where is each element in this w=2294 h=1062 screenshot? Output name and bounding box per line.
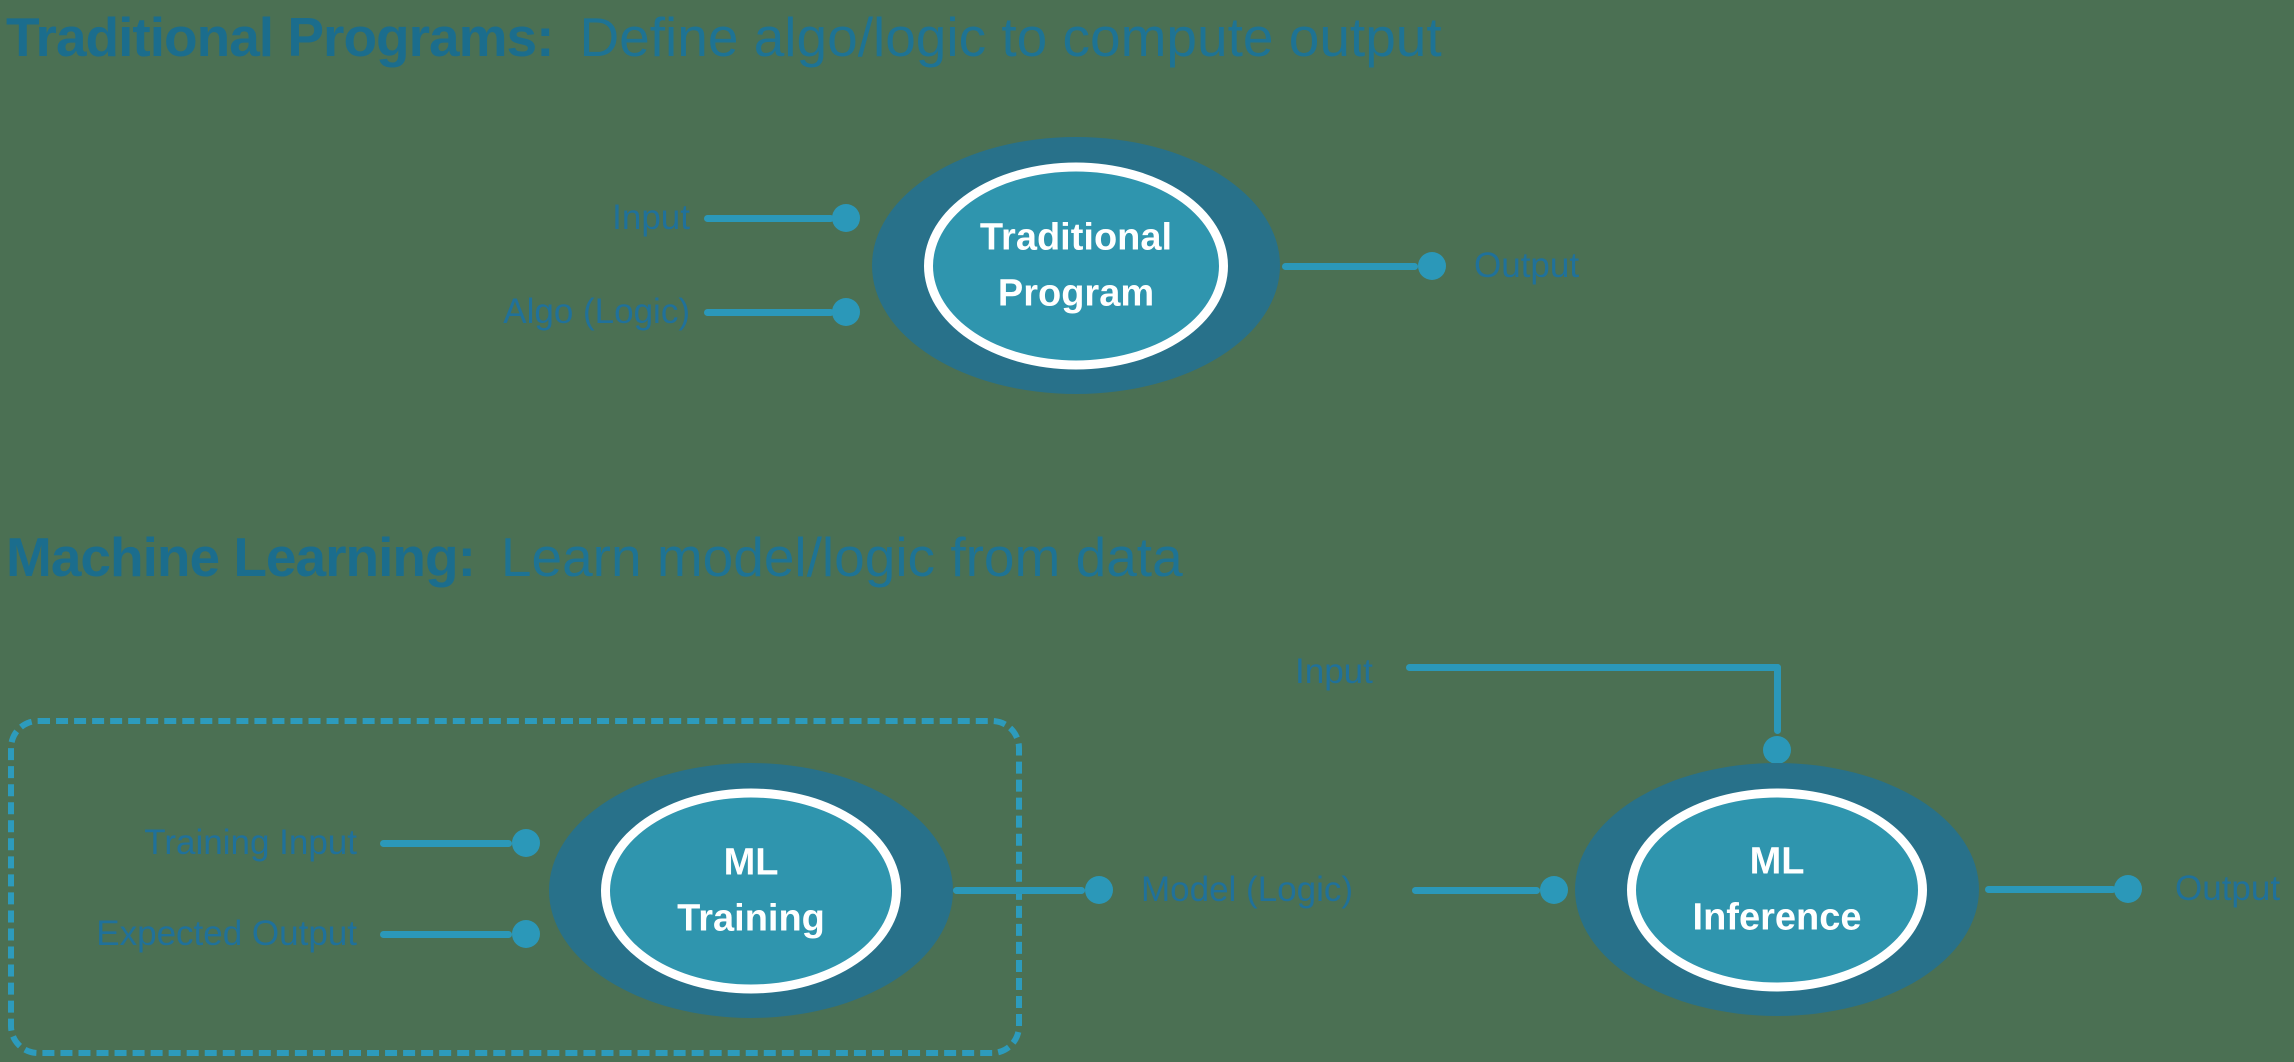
inference-output-connector-dot — [2114, 875, 2142, 903]
ml-training-node-inner: ML Training — [601, 788, 901, 993]
ml-training-node: ML Training — [549, 763, 953, 1018]
traditional-input-connector-line — [704, 215, 834, 222]
expected-output-connector-line — [380, 931, 512, 938]
expected-output-connector-dot — [512, 920, 540, 948]
inference-output-label: Output — [2175, 869, 2281, 908]
inference-input-label: Input — [1295, 652, 1373, 691]
traditional-algo-connector-line — [704, 309, 834, 316]
ml-inference-node-inner: ML Inference — [1627, 788, 1927, 991]
ml-title-description: Learn model/logic from data — [500, 526, 1183, 588]
traditional-input-label: Input — [612, 198, 690, 237]
ml-training-label-line2: Training — [677, 897, 825, 940]
traditional-input-connector-dot — [832, 204, 860, 232]
inference-input-dot — [1763, 736, 1791, 764]
traditional-output-connector-dot — [1418, 252, 1446, 280]
training-input-connector-line — [380, 840, 512, 847]
inference-input-hline — [1406, 664, 1781, 671]
model-logic-label: Model (Logic) — [1141, 870, 1354, 909]
traditional-title-description: Define algo/logic to compute output — [579, 6, 1442, 68]
traditional-node-label-line1: Traditional — [979, 216, 1173, 259]
training-input-connector-dot — [512, 829, 540, 857]
traditional-title-keyword: Traditional Programs: — [6, 6, 554, 68]
ml-inference-node: ML Inference — [1575, 763, 1979, 1016]
traditional-section-title: Traditional Programs: Define algo/logic t… — [6, 6, 1442, 68]
inference-output-connector-line — [1985, 886, 2116, 893]
traditional-algo-label: Algo (Logic) — [503, 292, 690, 331]
ml-inference-label-line2: Inference — [1692, 896, 1862, 939]
model-connector-dot-right — [1540, 876, 1568, 904]
traditional-program-node-inner: Traditional Program — [924, 162, 1228, 369]
traditional-program-node: Traditional Program — [872, 137, 1280, 394]
ml-training-label-line1: ML — [723, 841, 779, 884]
ml-inference-label-line1: ML — [1749, 840, 1805, 883]
training-input-label: Training Input — [144, 823, 357, 862]
inference-input-vline — [1774, 664, 1781, 734]
ml-title-keyword: Machine Learning: — [6, 526, 476, 588]
traditional-node-label-line2: Program — [997, 272, 1155, 315]
ml-section-title: Machine Learning: Learn model/logic from … — [6, 526, 1183, 588]
model-connector-dot-left — [1085, 876, 1113, 904]
model-connector-line-left — [953, 887, 1085, 894]
model-connector-line-right — [1412, 887, 1540, 894]
expected-output-label: Expected Output — [96, 914, 357, 953]
traditional-algo-connector-dot — [832, 298, 860, 326]
traditional-output-label: Output — [1474, 246, 1580, 285]
traditional-output-connector-line — [1282, 263, 1418, 270]
